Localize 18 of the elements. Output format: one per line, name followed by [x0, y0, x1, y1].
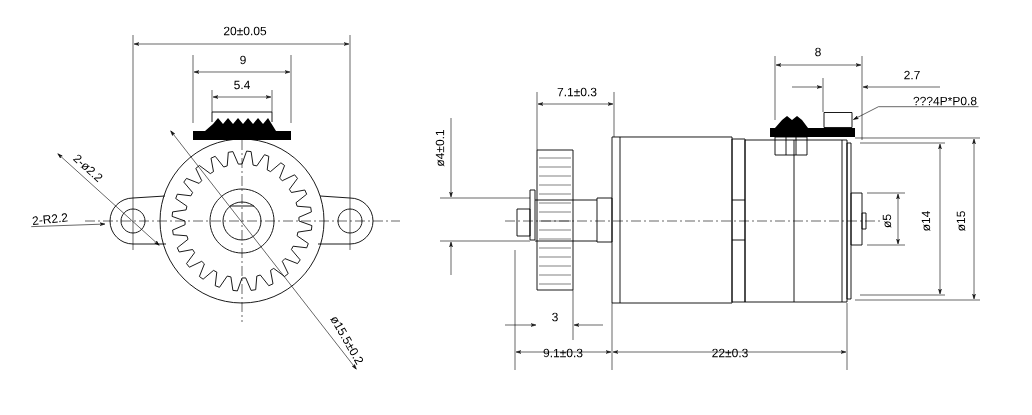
dimension-text: ø14: [921, 211, 931, 232]
dimension-text: 20±0.05: [223, 26, 267, 36]
callout-text: ???4P*P0.8: [913, 96, 977, 106]
dimension-text: 2.7: [904, 70, 920, 80]
dimension-text: 5.4: [234, 80, 250, 90]
dimension-text: ø5: [882, 214, 892, 228]
dimension-text: 3: [552, 312, 558, 322]
dimension-text: 8: [815, 47, 821, 57]
dimension-text: 22±0.3: [712, 348, 748, 358]
dimension-text: ø15: [956, 211, 966, 232]
dimension-text: ø4±0.1: [435, 129, 445, 167]
dimension-text: 7.1±0.3: [557, 87, 597, 97]
connector-drawing: [823, 112, 853, 128]
dimension-text: 9.1±0.3: [543, 348, 583, 358]
leader-line: [30, 222, 106, 227]
leader-line: [853, 106, 979, 120]
callout-text: 2-R2.2: [32, 213, 68, 225]
dimension-text: 9: [240, 55, 246, 65]
